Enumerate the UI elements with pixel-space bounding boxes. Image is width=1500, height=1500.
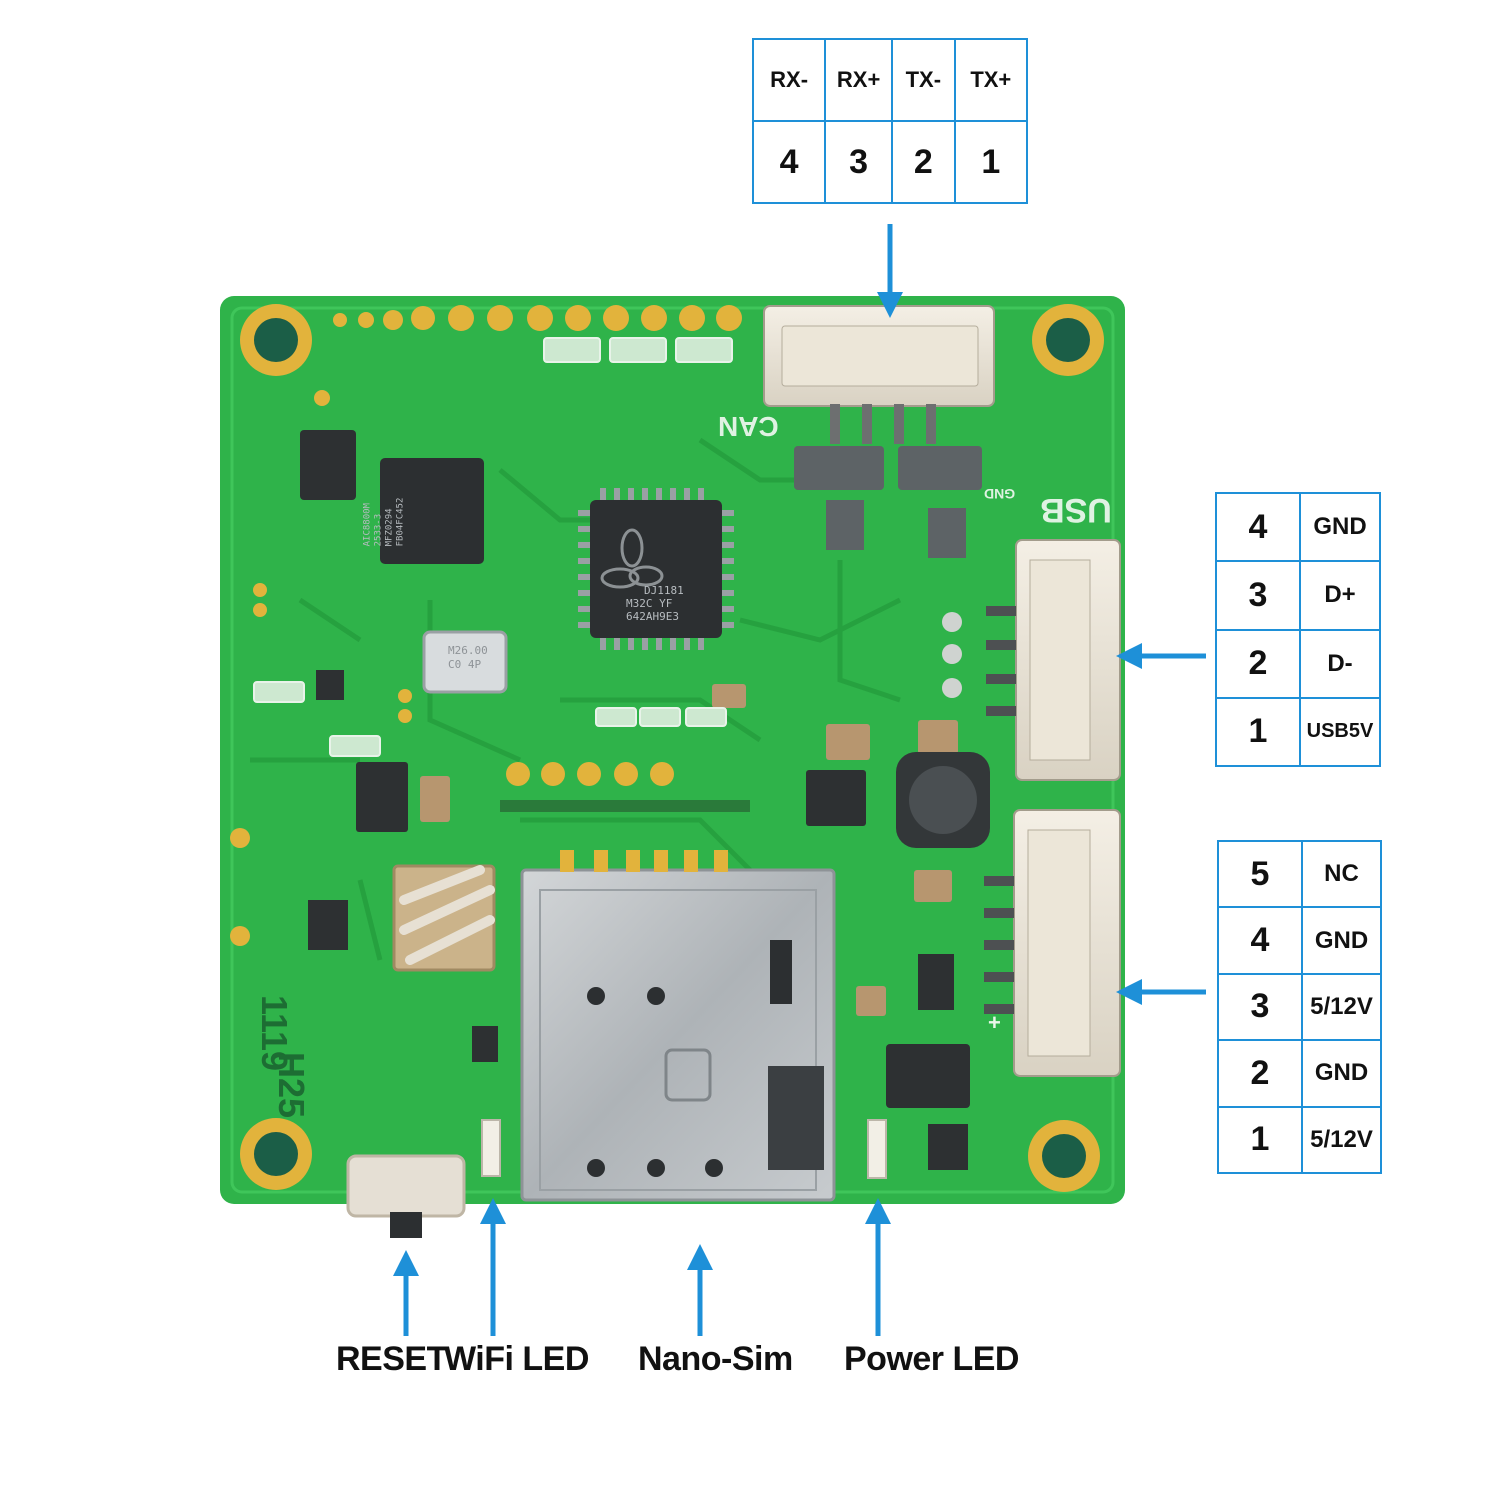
wifi-chip [380, 458, 484, 564]
usb-pin-number: 3 [1215, 560, 1301, 631]
usb-pin-label: D+ [1299, 560, 1381, 631]
main-chip-line: M32C YF [626, 597, 673, 610]
can-pin-label: TX+ [953, 38, 1029, 122]
power-pin-number: 2 [1217, 1039, 1303, 1108]
wifi-led-component [481, 1119, 501, 1177]
can-pin-label: TX- [891, 38, 956, 122]
callout-power-led: Power LED [844, 1340, 1019, 1378]
callout-wifi-led: WiFi LED [444, 1340, 589, 1378]
power-pin-label: 5/12V [1301, 1105, 1382, 1175]
can-pin-number: 2 [891, 120, 956, 204]
power-pin-label: GND [1301, 906, 1382, 975]
usb-pin-label: D- [1299, 628, 1381, 699]
crystal-marking: M26.00 C0 4P [448, 644, 488, 672]
crystal [422, 630, 508, 694]
main-chip-marking: DJ1181 M32C YF 642AH9E3 [626, 584, 684, 623]
wifi-chip-line: FB04FC452 [395, 497, 406, 547]
usb-pin-label: USB5V [1299, 696, 1381, 768]
mounting-holes [240, 304, 1104, 1192]
nano-sim-holder [520, 850, 836, 1202]
capacitors [420, 684, 958, 1016]
main-chip-line: 642AH9E3 [626, 610, 679, 623]
can-pin-label: RX- [751, 38, 827, 122]
usb-pin-label: GND [1299, 491, 1381, 563]
silk-board-id: H25 [271, 1051, 313, 1119]
arrows [393, 224, 1206, 1336]
main-chip [578, 488, 734, 650]
can-pin-number: 4 [751, 120, 827, 204]
crystal-line: M26.00 [448, 644, 488, 657]
can-pin-number: 1 [953, 120, 1029, 204]
smd-components [300, 430, 970, 1170]
silk-usb: USB [1040, 491, 1112, 529]
wifi-chip-line: 2533-3 [373, 513, 384, 547]
power-led-component [867, 1119, 887, 1179]
main-chip-line: DJ1181 [644, 584, 684, 597]
power-pin-label: GND [1301, 1039, 1382, 1108]
header-pads [333, 305, 742, 331]
crystal-line: C0 4P [448, 658, 482, 671]
power-pin-number: 4 [1217, 906, 1303, 975]
wifi-chip-line: AIC8800M [362, 503, 373, 547]
silk-gnd: GND [984, 486, 1016, 502]
test-pads [942, 612, 962, 698]
pcb-traces [250, 437, 902, 961]
passive-components [794, 446, 982, 558]
callout-nano-sim: Nano-Sim [638, 1340, 793, 1378]
can-connector [763, 305, 995, 444]
silk-plus: + [988, 1010, 1001, 1035]
inductor [896, 752, 990, 848]
usb-pin-number: 4 [1215, 491, 1301, 563]
resistor-array [253, 337, 733, 757]
mid-pads [230, 390, 674, 946]
power-pin-number: 1 [1217, 1105, 1303, 1175]
power-pin-label: NC [1301, 839, 1382, 909]
can-pin-number: 3 [824, 120, 894, 204]
callout-reset: RESET [336, 1340, 447, 1378]
can-pin-table: RX- RX+ TX- TX+ 4 3 2 1 [751, 38, 1029, 204]
can-pin-label: RX+ [824, 38, 894, 122]
wifi-chip-marking: AIC8800M 2533-3 MFZ0294 FB04FC452 [362, 498, 406, 547]
chip-logo-icon [600, 528, 664, 589]
power-connector [984, 809, 1121, 1077]
silk-can: CAN [718, 411, 779, 442]
usb-pin-number: 2 [1215, 628, 1301, 699]
shield-pad [392, 864, 496, 972]
usb-connector [986, 539, 1121, 781]
wifi-chip-line: MFZ0294 [384, 508, 395, 547]
power-pin-label: 5/12V [1301, 972, 1382, 1042]
power-pin-number: 5 [1217, 839, 1303, 909]
usb-pin-number: 1 [1215, 696, 1301, 768]
reset-button-component [346, 1154, 466, 1238]
power-pin-number: 3 [1217, 972, 1303, 1042]
